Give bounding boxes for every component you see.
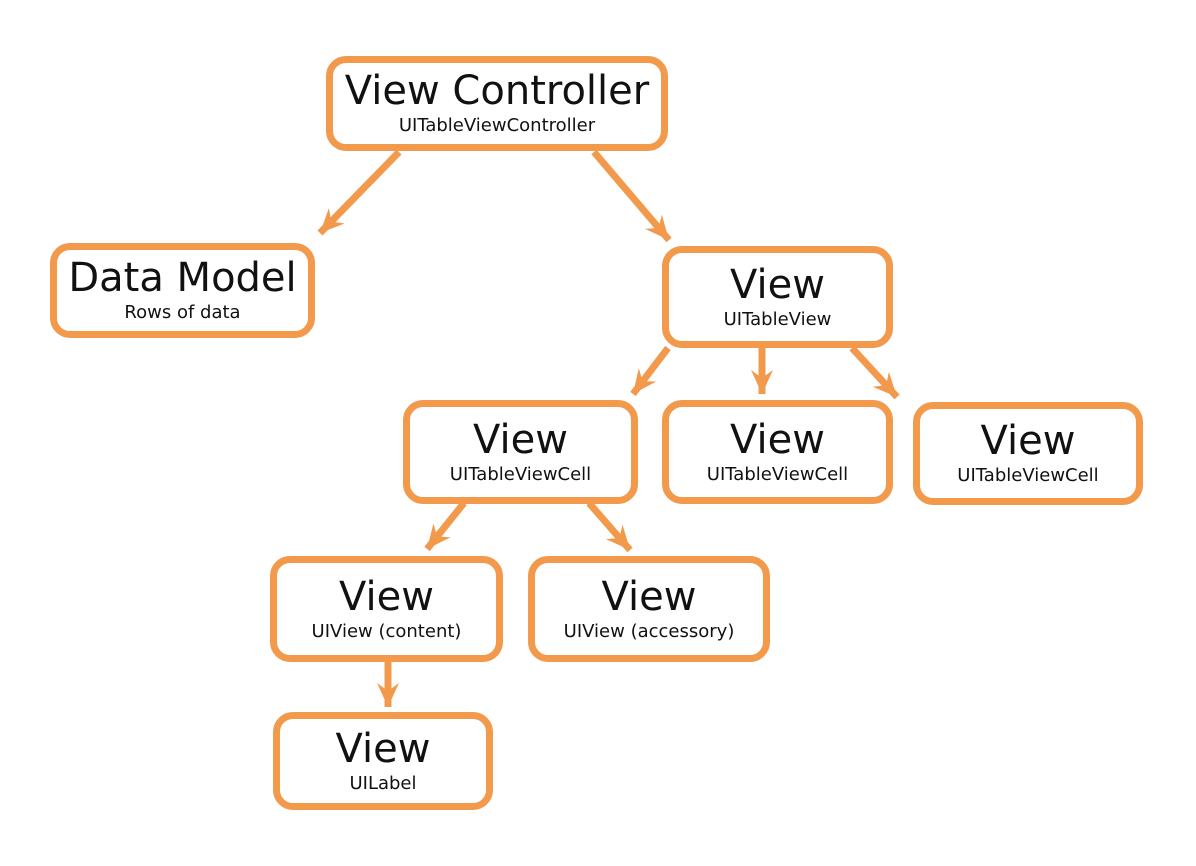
node-view-controller-title: View Controller	[344, 68, 650, 115]
node-table-view-cell-2: View UITableViewCell	[662, 400, 893, 504]
edge-tableview-cell3	[849, 345, 900, 400]
node-accessory-view-subtitle: UIView (accessory)	[563, 620, 735, 642]
node-content-view: View UIView (content)	[270, 556, 503, 662]
node-table-view-title: View	[730, 261, 825, 308]
node-table-view: View UITableView	[662, 246, 893, 348]
node-table-view-cell-1: View UITableViewCell	[403, 400, 638, 504]
node-label-view-subtitle: UILabel	[349, 772, 417, 794]
node-data-model: Data Model Rows of data	[50, 243, 315, 338]
edge-viewcontroller-tableview	[591, 149, 672, 243]
node-table-view-subtitle: UITableView	[723, 308, 832, 330]
node-table-view-cell-1-subtitle: UITableViewCell	[449, 463, 592, 485]
edge-tableview-cell1	[630, 345, 671, 397]
node-data-model-subtitle: Rows of data	[124, 302, 241, 324]
edge-cell1-contentview	[424, 500, 467, 552]
edge-cell1-accessoryview	[586, 500, 633, 553]
node-table-view-cell-2-title: View	[730, 416, 825, 463]
edge-viewcontroller-datamodel	[317, 149, 402, 236]
node-view-controller-subtitle: UITableViewController	[398, 115, 596, 137]
node-table-view-cell-3: View UITableViewCell	[913, 402, 1143, 505]
node-content-view-subtitle: UIView (content)	[311, 620, 462, 642]
node-table-view-cell-1-title: View	[473, 416, 568, 463]
node-data-model-title: Data Model	[68, 255, 297, 302]
node-table-view-cell-3-subtitle: UITableViewCell	[957, 465, 1099, 487]
node-label-view-title: View	[335, 725, 431, 772]
node-label-view: View UILabel	[273, 712, 493, 810]
node-accessory-view-title: View	[601, 573, 697, 620]
node-accessory-view: View UIView (accessory)	[528, 556, 770, 662]
node-view-controller: View Controller UITableViewController	[326, 56, 668, 151]
node-table-view-cell-2-subtitle: UITableViewCell	[706, 463, 849, 485]
node-content-view-title: View	[339, 573, 434, 620]
node-table-view-cell-3-title: View	[980, 418, 1076, 465]
